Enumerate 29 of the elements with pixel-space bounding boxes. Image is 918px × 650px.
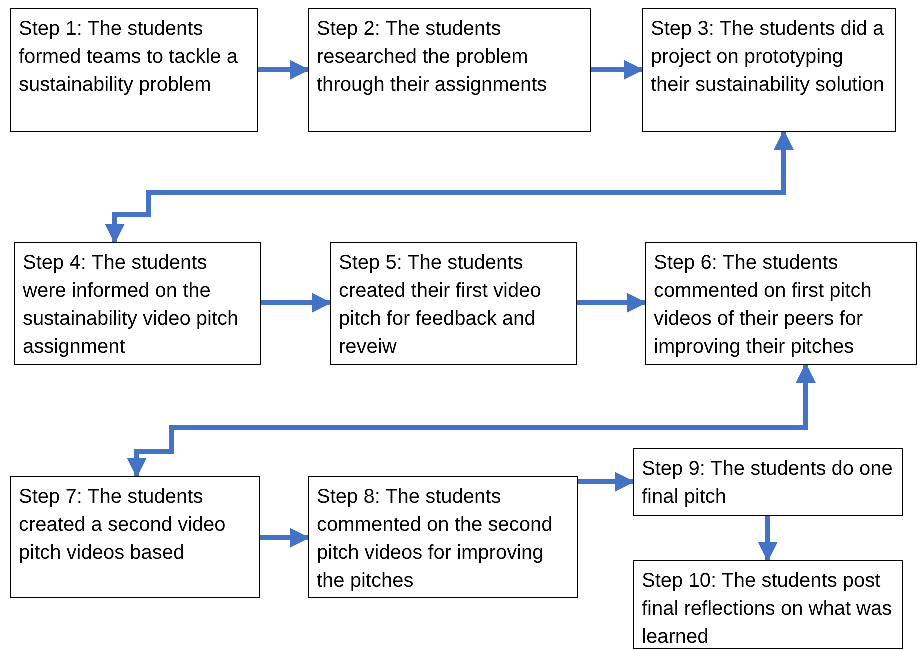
arrow (591, 60, 644, 80)
arrow (577, 293, 647, 313)
step-text: Step 6: The students commented on first pitch videos of their peers for improving their pitches (654, 251, 873, 360)
step-box (308, 8, 591, 132)
arrow (758, 516, 778, 562)
step-box (642, 8, 896, 132)
arrow (127, 363, 816, 478)
step-text: Step 3: The students did a project on prototyping their sustainability solution (651, 17, 886, 98)
step-box (10, 476, 260, 598)
arrow (260, 528, 310, 548)
step-text: Step 9: The students do one final pitch (642, 457, 894, 510)
step-box (645, 242, 917, 365)
step-text: Step 7: The students created a second video pitch videos based (19, 485, 227, 566)
step-text: Step 5: The students created their first video pitch for feedback and reveiw (339, 251, 542, 360)
step-box (10, 8, 258, 132)
arrow (105, 130, 794, 244)
arrow (578, 472, 635, 492)
arrow (258, 60, 310, 80)
step-box (330, 242, 577, 365)
step-text: Step 4: The students were informed on the sustainability video pitch assignment (23, 251, 240, 360)
arrow (261, 293, 332, 313)
step-text: Step 8: The students commented on the second pitch videos for improving the pitches (317, 485, 554, 594)
step-text: Step 2: The students researched the problem through their assignments (317, 17, 548, 98)
step-text: Step 10: The students post final reflections on what was learned (642, 569, 894, 648)
step-text: Step 1: The students formed teams to tackle a sustainability problem (19, 17, 239, 98)
step-box (633, 560, 903, 649)
step-box (633, 448, 903, 516)
step-box (308, 476, 578, 598)
step-box (14, 242, 261, 365)
